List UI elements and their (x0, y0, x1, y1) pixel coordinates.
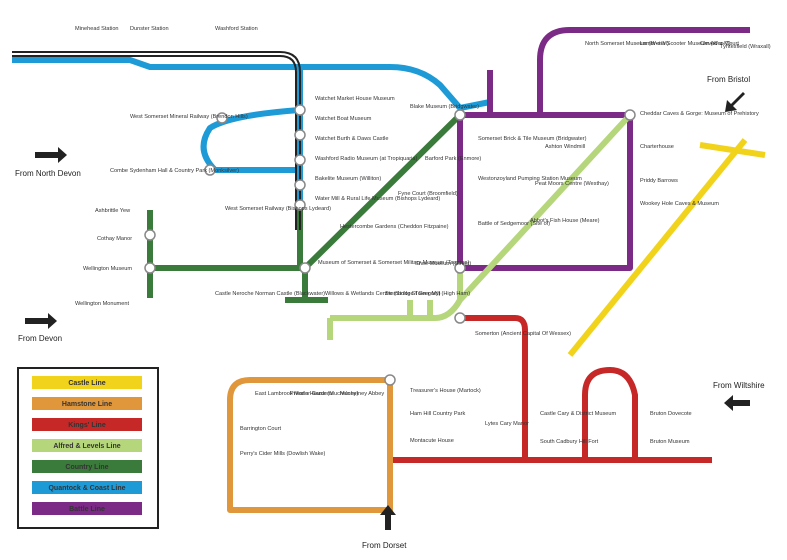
label-ham-hill: Ham Hill Country Park (410, 411, 466, 417)
label-east-lambrook: East Lambrook Manor Gardens (255, 391, 333, 397)
label-dunster: Dunster Station (130, 26, 169, 32)
legend-country: Country Line (32, 460, 142, 473)
label-tyntesfield: Tyntesfield (Wraxall) (720, 44, 771, 50)
legend-quantock: Quantock & Coast Line (32, 481, 142, 494)
label-montacute: Montacute House (410, 438, 454, 444)
legend-alfred: Alfred & Levels Line (32, 439, 142, 452)
svg-text:Alfred & Levels Line: Alfred & Levels Line (53, 443, 120, 450)
svg-text:Hamstone Line: Hamstone Line (62, 401, 112, 408)
label-stembridge: Stembridge Tower Mill (High Ham) (385, 291, 470, 297)
direction-dorset: From Dorset (362, 541, 407, 550)
castle-line (567, 138, 766, 357)
label-westonzoyland: Westonzoyland Pumping Station Museum (478, 176, 582, 182)
label-washford: Washford Station (215, 26, 258, 32)
alfred-levels-line (327, 112, 633, 340)
label-bruton-museum: Bruton Museum (650, 439, 690, 445)
label-north-somerset: North Somerset Museum (W-s-M) (585, 41, 669, 47)
label-south-cadbury: South Cadbury Hill Fort (540, 439, 599, 445)
label-wellington-monument: Wellington Monument (75, 301, 129, 307)
label-minehead: Minehead Station (75, 26, 119, 32)
label-sedgemoor: Battle of Sedgemoor (Site of) (478, 221, 550, 227)
label-castle-neroche: Castle Neroche Norman Castle (Blackwater… (215, 291, 325, 297)
arrow-dorset-icon (380, 505, 396, 530)
arrow-devon-icon (25, 313, 57, 329)
arrow-north-devon-icon (35, 147, 67, 163)
label-wsr-lydeard: West Somerset Railway (Bishops Lydeard) (225, 206, 331, 212)
label-museum-somerset: Museum of Somerset & Somerset Military M… (318, 260, 470, 266)
label-wsr-mineral: West Somerset Mineral Railway (Brendon H… (130, 114, 248, 120)
label-perrys: Perry's Cider Mills (Dowlish Wake) (240, 451, 326, 457)
label-willows: Willows & Wetlands Centre (Stoke St Greg… (325, 291, 441, 297)
arrow-wiltshire-icon (724, 395, 750, 411)
label-muchelney: Muchelney Abbey (340, 391, 384, 397)
label-watchet-boat: Watchet Boat Museum (315, 116, 372, 122)
label-somerset-brick: Somerset Brick & Tile Museum (Bridgwater… (478, 136, 587, 142)
label-hestercombe: Hestercombe Gardens (Cheddon Fitzpaine) (340, 224, 449, 230)
direction-bristol: From Bristol (707, 75, 750, 84)
arrow-bristol-icon (725, 92, 745, 112)
label-clevedon: Clevedon Court (700, 41, 739, 47)
label-ashbrittle: Ashbrittle Yew (95, 208, 131, 214)
label-wookey: Wookey Hole Caves & Museum (640, 201, 719, 207)
west-somerset-railway (12, 51, 301, 230)
label-water-mill: Water Mill & Rural Life Museum (Bishops … (315, 196, 440, 202)
direction-wiltshire: From Wiltshire (713, 381, 765, 390)
label-barford: Barford Park (Enmore) (425, 156, 481, 162)
legend-kings: Kings' Line (32, 418, 142, 431)
label-priddy: Priddy Barrows (640, 178, 678, 184)
label-combe: Combe Sydenham Hall & Country Park (Monk… (110, 168, 239, 174)
direction-devon: From Devon (18, 334, 62, 343)
svg-text:Quantock & Coast Line: Quantock & Coast Line (48, 485, 125, 492)
label-washford-radio: Washford Radio Museum (at Tropiquaria) (315, 156, 418, 162)
quantock-coast-line (12, 57, 491, 270)
direction-north-devon: From North Devon (15, 169, 81, 178)
label-somerton: Somerton (Ancient Capital Of Wessex) (475, 331, 571, 337)
label-lambretta: Lambretta Scooter Museum (W-s-M) (640, 41, 731, 47)
label-lytes-cary: Lytes Cary Manor (485, 421, 529, 427)
label-watchet-market: Watchet Market House Museum (315, 96, 395, 102)
label-bakelite: Bakelite Museum (Williton) (315, 176, 381, 182)
label-barrington: Barrington Court (240, 426, 281, 432)
label-cheddar: Cheddar Caves & Gorge: Museum of Prehist… (640, 111, 759, 117)
label-charterhouse: Charterhouse (640, 144, 674, 150)
label-watchet-burth: Watchet Burth & Daws Castle (315, 136, 388, 142)
legend-castle: Castle Line (32, 376, 142, 389)
legend-battle: Battle Line (32, 502, 142, 515)
svg-text:Country Line: Country Line (65, 464, 108, 471)
label-blake: Blake Museum (Bridgwater) (410, 104, 479, 110)
label-wellington-museum: Wellington Museum (83, 266, 132, 272)
svg-text:Battle Line: Battle Line (69, 506, 105, 513)
battle-line (457, 27, 750, 271)
label-abbots-fish: Abbot's Fish House (Meare) (530, 218, 600, 224)
hamstone-line (227, 377, 393, 513)
legend: Castle Line Hamstone Line Kings' Line Al… (17, 367, 159, 529)
label-peat-moors: Peat Moors Centre (Westhay) (535, 181, 609, 187)
legend-hamstone: Hamstone Line (32, 397, 142, 410)
interchange-stations (144, 104, 636, 386)
svg-text:Kings' Line: Kings' Line (68, 422, 106, 429)
label-cothay: Cothay Manor (97, 236, 132, 242)
label-fyne-court: Fyne Court (Broomfield) (398, 191, 458, 197)
label-castle-cary: Castle Cary & District Museum (540, 411, 616, 417)
label-treasurers: Treasurer's House (Martock) (410, 388, 481, 394)
label-shoe-museum: Shoe Museum (Street) (415, 261, 471, 267)
label-bruton-dovecote: Bruton Dovecote (650, 411, 692, 417)
label-priests-house: Priest's House (Muchelney) (290, 391, 358, 397)
label-ashton: Ashton Windmill (545, 144, 585, 150)
svg-text:Castle Line: Castle Line (68, 380, 105, 387)
